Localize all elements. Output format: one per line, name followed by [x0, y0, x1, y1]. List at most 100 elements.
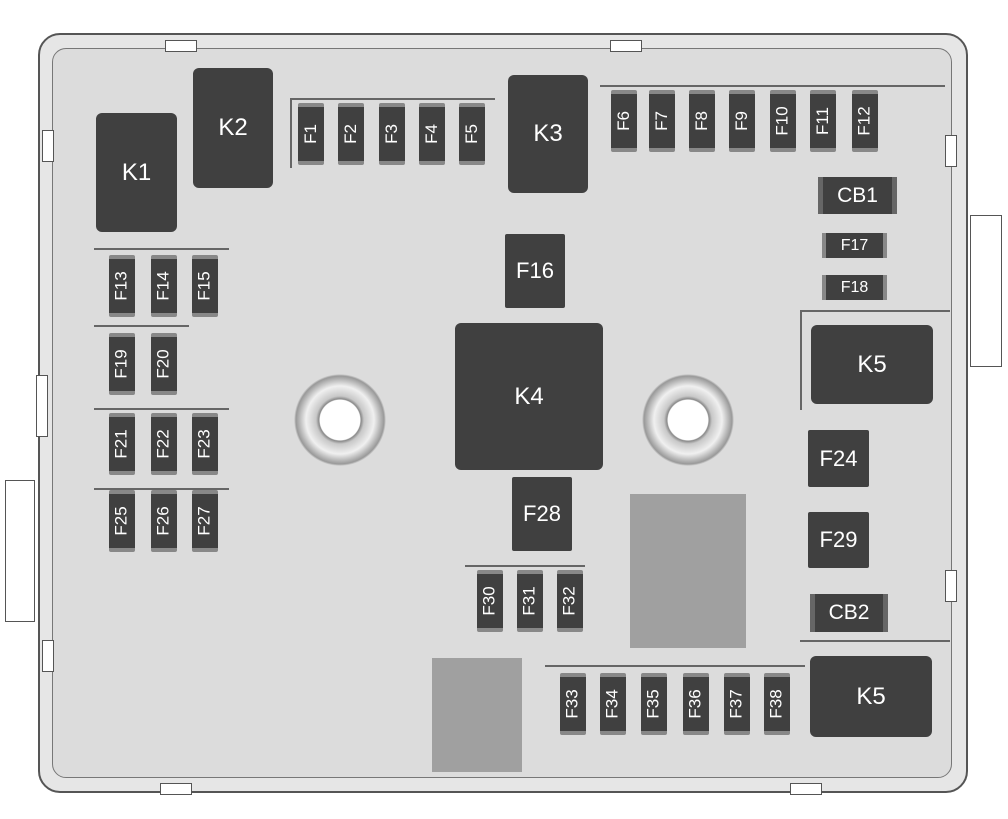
fuse-f3: F3	[379, 103, 405, 165]
housing-clip	[36, 375, 48, 437]
mounting-bolt	[642, 374, 734, 466]
relay-k5: K5	[811, 325, 933, 404]
fuse-f36: F36	[683, 673, 709, 735]
fuse-f17: F17	[822, 233, 887, 258]
fuse-label: F5	[462, 124, 481, 144]
fuse-label: F22	[154, 429, 174, 459]
housing-clip	[790, 783, 822, 795]
fuse-label: F12	[855, 106, 875, 136]
fuse-f21: F21	[109, 413, 135, 475]
fuse-f22: F22	[151, 413, 177, 475]
fuse-label: F15	[195, 271, 215, 301]
fuse-label: F33	[563, 689, 583, 719]
fuse-label: F8	[692, 111, 711, 131]
fuse-f16: F16	[505, 234, 565, 308]
housing-clip	[970, 215, 1002, 367]
divider-line	[800, 640, 950, 642]
housing-clip	[610, 40, 642, 52]
fuse-label: F26	[154, 506, 174, 536]
fuse-f4: F4	[419, 103, 445, 165]
fuse-label: F25	[112, 506, 132, 536]
divider-line	[94, 248, 229, 250]
relay-k4: K4	[455, 323, 603, 470]
fuse-f9: F9	[729, 90, 755, 152]
divider-line	[545, 665, 805, 667]
mounting-bolt	[294, 374, 386, 466]
housing-clip	[160, 783, 192, 795]
divider-line	[600, 85, 945, 87]
housing-clip	[5, 480, 35, 622]
fuse-label: F36	[686, 689, 706, 719]
housing-clip	[165, 40, 197, 52]
fuse-f15: F15	[192, 255, 218, 317]
fuse-f27: F27	[192, 490, 218, 552]
fuse-f35: F35	[641, 673, 667, 735]
fuse-f37: F37	[724, 673, 750, 735]
spare-slot	[630, 494, 746, 648]
fuse-label: F14	[154, 271, 174, 301]
fuse-label: F20	[154, 349, 174, 379]
divider-line	[290, 98, 495, 100]
fuse-label: F31	[520, 586, 540, 616]
fuse-f33: F33	[560, 673, 586, 735]
fuse-f30: F30	[477, 570, 503, 632]
fuse-label: F10	[773, 106, 793, 136]
fuse-label: F37	[727, 689, 747, 719]
fuse-label: F13	[112, 271, 132, 301]
fuse-f14: F14	[151, 255, 177, 317]
housing-clip	[42, 640, 54, 672]
divider-line	[94, 325, 189, 327]
relay-k3: K3	[508, 75, 588, 193]
fuse-f1: F1	[298, 103, 324, 165]
divider-line	[94, 408, 229, 410]
fuse-label: F11	[813, 106, 833, 136]
relay-k5: K5	[810, 656, 932, 737]
fuse-label: F23	[195, 429, 215, 459]
divider-line	[800, 310, 950, 312]
fuse-label: F21	[112, 429, 132, 459]
fuse-label: F3	[382, 124, 401, 144]
fuse-label: F4	[422, 124, 441, 144]
relay-k2: K2	[193, 68, 273, 188]
fuse-f20: F20	[151, 333, 177, 395]
divider-line	[800, 310, 802, 410]
fuse-f28: F28	[512, 477, 572, 551]
fuse-f7: F7	[649, 90, 675, 152]
fuse-f13: F13	[109, 255, 135, 317]
fuse-f5: F5	[459, 103, 485, 165]
fuse-f8: F8	[689, 90, 715, 152]
fuse-label: F1	[301, 124, 320, 144]
fuse-f10: F10	[770, 90, 796, 152]
fuse-f34: F34	[600, 673, 626, 735]
fuse-f26: F26	[151, 490, 177, 552]
fuse-label: F7	[652, 111, 671, 131]
fuse-f23: F23	[192, 413, 218, 475]
fuse-label: F27	[195, 506, 215, 536]
relay-k1: K1	[96, 113, 177, 232]
spare-slot	[432, 658, 522, 772]
housing-clip	[945, 135, 957, 167]
fuse-f24: F24	[808, 430, 869, 487]
divider-line	[94, 488, 229, 490]
fuse-f32: F32	[557, 570, 583, 632]
fuse-f19: F19	[109, 333, 135, 395]
fuse-label: F35	[644, 689, 664, 719]
divider-line	[290, 98, 292, 168]
fuse-label: F38	[767, 689, 787, 719]
fuse-f18: F18	[822, 275, 887, 300]
fuse-f12: F12	[852, 90, 878, 152]
fuse-f25: F25	[109, 490, 135, 552]
housing-clip	[42, 130, 54, 162]
fuse-label: F2	[341, 124, 360, 144]
divider-line	[465, 565, 585, 567]
fuse-label: F19	[112, 349, 132, 379]
circuit-breaker-cb2: CB2	[810, 594, 888, 632]
fuse-label: F9	[732, 111, 751, 131]
fuse-f31: F31	[517, 570, 543, 632]
fuse-f29: F29	[808, 512, 869, 568]
fuse-label: F30	[480, 586, 500, 616]
fuse-f38: F38	[764, 673, 790, 735]
fuse-f11: F11	[810, 90, 836, 152]
housing-clip	[945, 570, 957, 602]
fuse-label: F34	[603, 689, 623, 719]
